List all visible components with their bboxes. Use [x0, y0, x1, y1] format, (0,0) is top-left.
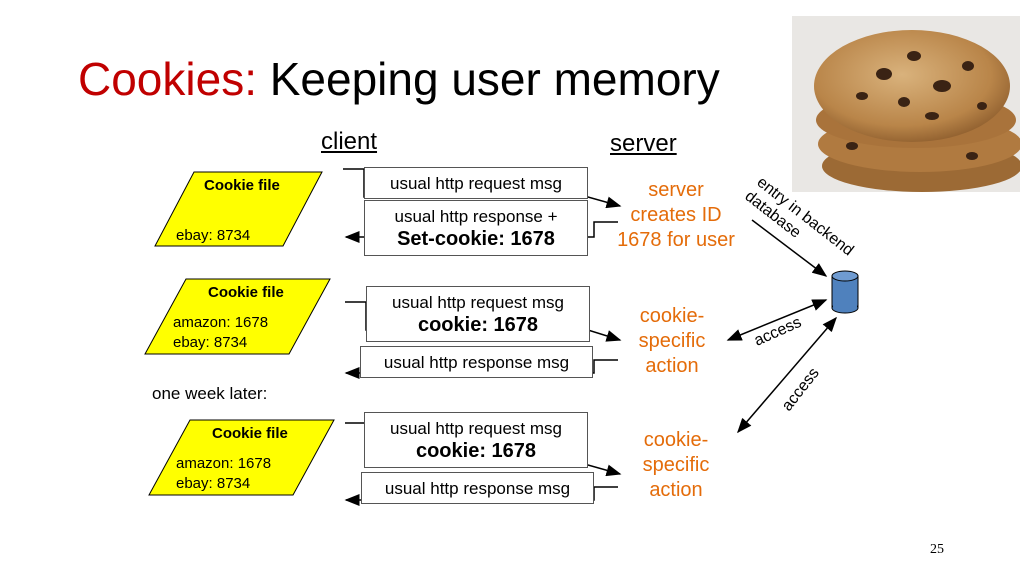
cookie-file-2-shape [144, 278, 331, 355]
message-request-3-line-2: cookie: 1678 [415, 440, 537, 462]
message-response-1-line-2: Set-cookie: 1678 [397, 228, 555, 250]
cookie-file-3-heading: Cookie file [212, 425, 288, 442]
entry-arrow [751, 219, 828, 277]
message-response-1-line-1: usual http response + [394, 207, 558, 226]
message-request-2: usual http request msg cookie: 1678 [366, 286, 590, 342]
page-number: 25 [930, 542, 944, 557]
access-label-2: access [779, 365, 823, 415]
title-highlight: Cookies: [78, 53, 257, 105]
cookie-file-1-heading: Cookie file [204, 177, 280, 194]
cookie-file-1-shape [154, 171, 323, 247]
one-week-later-label: one week later: [152, 384, 268, 403]
cookie-specific-action-note-2: cookie- specific action [628, 428, 724, 503]
client-header: client [321, 128, 378, 155]
cookie-file-3-line-1: amazon: 1678 [176, 455, 272, 472]
message-request-3: usual http request msg cookie: 1678 [364, 412, 588, 468]
action-2-line-3: action [649, 479, 703, 501]
message-request-1-text: usual http request msg [390, 174, 562, 193]
message-response-3: usual http response msg [361, 472, 594, 504]
title-rest: Keeping user memory [269, 53, 720, 105]
action-1-line-2: specific [638, 330, 706, 352]
server-creates-id-note: server creates ID 1678 for user [608, 178, 744, 253]
cookie-file-2-line-2: ebay: 8734 [173, 334, 248, 351]
slide-title: Cookies: Keeping user memory [78, 56, 720, 102]
cookie-file-1-line: ebay: 8734 [176, 227, 251, 244]
access-arrow-2 [737, 316, 837, 434]
server-note-line-3: 1678 for user [617, 229, 735, 251]
server-note-line-1: server [648, 179, 704, 201]
server-note-line-2: creates ID [630, 204, 722, 226]
message-request-1: usual http request msg [364, 167, 588, 199]
cookie-file-2-line-1: amazon: 1678 [173, 314, 269, 331]
message-response-2: usual http response msg [360, 346, 593, 378]
action-1-line-1: cookie- [639, 305, 705, 327]
database-icon [831, 270, 859, 314]
cookies-photo [792, 16, 1020, 192]
message-request-3-line-1: usual http request msg [390, 419, 562, 438]
message-response-3-text: usual http response msg [384, 479, 571, 498]
cookie-specific-action-note-1: cookie- specific action [624, 304, 720, 379]
message-response-1: usual http response + Set-cookie: 1678 [364, 200, 588, 256]
action-2-line-2: specific [642, 454, 710, 476]
cookie-file-3-shape [148, 419, 335, 496]
cookie-file-3-line-2: ebay: 8734 [176, 475, 251, 492]
action-2-line-1: cookie- [643, 429, 709, 451]
message-request-2-line-2: cookie: 1678 [417, 314, 539, 336]
message-response-2-text: usual http response msg [383, 353, 570, 372]
cookie-file-2-heading: Cookie file [208, 284, 284, 301]
action-1-line-3: action [645, 355, 699, 377]
server-header: server [610, 130, 677, 157]
message-request-2-line-1: usual http request msg [392, 293, 564, 312]
